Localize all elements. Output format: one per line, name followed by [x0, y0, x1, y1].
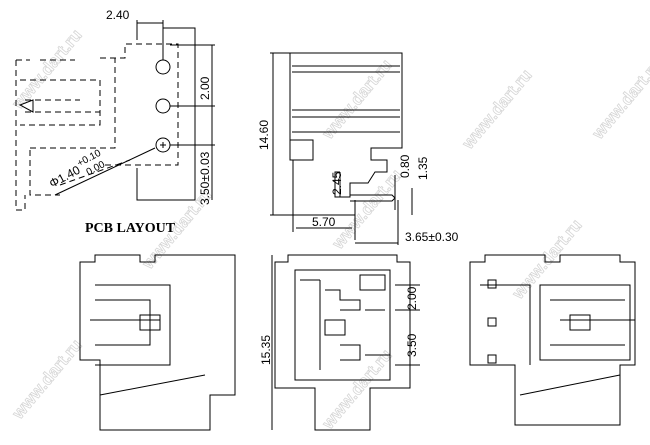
- dim-pin: 3.65±0.30: [405, 230, 459, 244]
- left-view: [79, 254, 236, 431]
- dim-2-45: 2.45: [330, 171, 344, 195]
- dim-offset: 3.50±0.03: [198, 151, 212, 205]
- watermark: www.dart.ru: [588, 56, 650, 144]
- dim-0-80: 0.80: [398, 154, 412, 178]
- right-view: [469, 254, 636, 426]
- watermark: www.dart.ru: [508, 216, 586, 304]
- watermark: www.dart.ru: [458, 66, 536, 154]
- dim-width: 5.70: [312, 215, 336, 229]
- dim-height: 15.35: [259, 335, 273, 365]
- dim-hole-diameter: Φ1.40: [47, 163, 83, 191]
- pcb-layout-view: 2.40 2.00 3.50±0.03 Φ1.40 +0.10 0.00 PCB…: [15, 8, 215, 236]
- watermark: www.dart.ru: [318, 56, 396, 144]
- front-view: 15.35 2.00 3.50: [259, 254, 420, 431]
- side-view: 14.60 5.70 3.65±0.30 2.45 0.80 1.35: [257, 52, 459, 245]
- dim-1-35: 1.35: [416, 156, 430, 180]
- dim-offset: 3.50: [405, 333, 419, 357]
- dim-height: 14.60: [257, 120, 271, 150]
- dim-pitch: 2.00: [405, 286, 419, 310]
- pcb-layout-title: PCB LAYOUT: [85, 221, 176, 236]
- watermark: www.dart.ru: [318, 346, 396, 434]
- dim-pitch-y: 2.00: [198, 76, 212, 100]
- dim-pitch-x: 2.40: [106, 8, 130, 22]
- watermark: www.dart.ru: [8, 336, 86, 424]
